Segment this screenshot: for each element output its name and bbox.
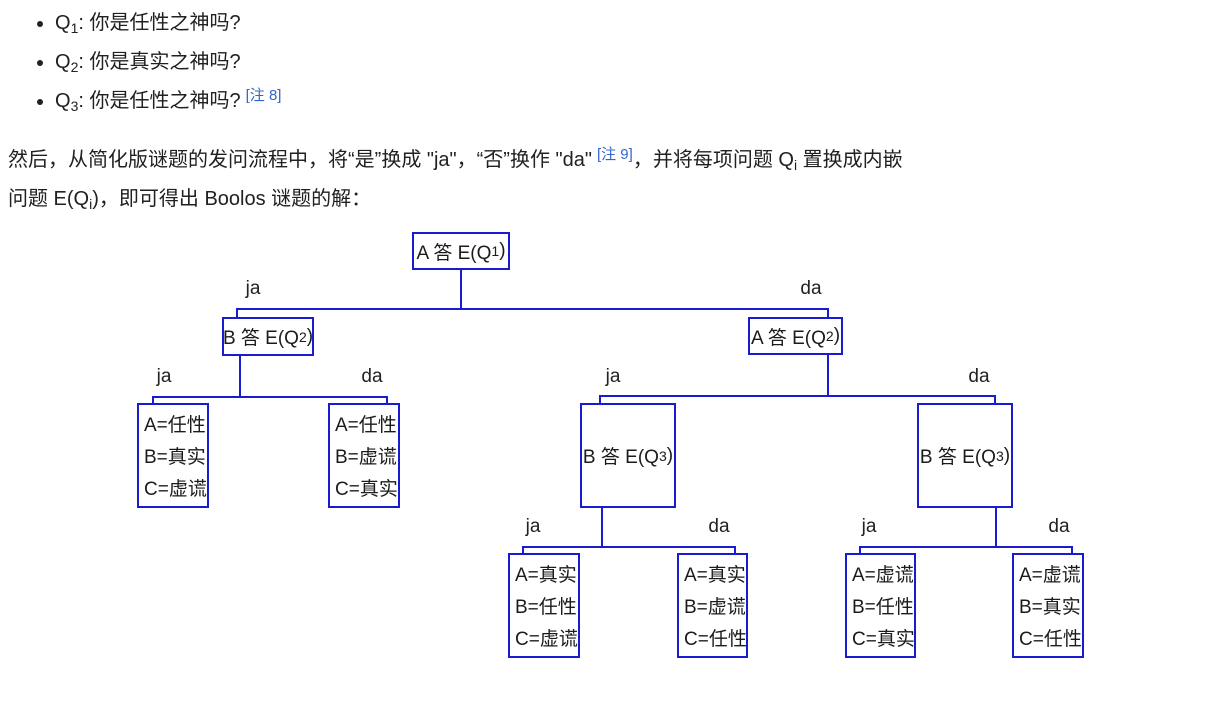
paragraph-subscript-i1: i	[793, 157, 798, 173]
leaf-line: A=任性	[144, 415, 206, 436]
q2-subscript: 2	[70, 59, 79, 75]
list-item-q3: Q3: 你是任性之神吗?[注 8]	[55, 82, 281, 121]
q2-text: : 你是真实之神吗?	[78, 51, 241, 73]
q1-text: : 你是任性之神吗?	[78, 12, 241, 34]
q3-subscript: 3	[70, 98, 79, 114]
leaf-line: B=虚谎	[335, 447, 397, 468]
leaf-line: A=虚谎	[852, 565, 914, 586]
q2-label: Q	[55, 51, 71, 73]
tree-leaf-da-ja-ja: A=真实 B=任性 C=虚谎	[508, 553, 580, 658]
leaf-line: A=真实	[684, 565, 746, 586]
a-q2-text-close: )	[833, 325, 841, 346]
leaf-line: B=真实	[1019, 597, 1081, 618]
paragraph-text-3b: 问题 E(Q	[8, 188, 90, 210]
branch-label-ja-level1: ja	[245, 278, 261, 299]
leaf-line: C=任性	[684, 629, 747, 650]
paragraph-text-2: ，并将每项问题 Q	[632, 149, 794, 171]
list-item-q2: Q2: 你是真实之神吗?	[55, 43, 281, 82]
tree-leaf-da-da-da: A=虚谎 B=真实 C=任性	[1012, 553, 1084, 658]
paragraph-text-1: 然后，从简化版谜题的发问流程中，将“是”换成 "ja"，“否”换作 "da"	[8, 149, 592, 171]
b-q3-right-text: B 答 E(Q	[919, 447, 996, 468]
question-list: Q1: 你是任性之神吗? Q2: 你是真实之神吗? Q3: 你是任性之神吗?[注…	[8, 4, 281, 121]
leaf-line: C=任性	[1019, 629, 1082, 650]
paragraph-text-3a: 置换成内嵌	[797, 149, 903, 171]
branch-label-da-level2-right: da	[968, 366, 990, 387]
tree-leaf-ja-da: A=任性 B=虚谎 C=真实	[328, 403, 400, 508]
branch-label-da-level1: da	[800, 278, 822, 299]
leaf-line: C=真实	[852, 629, 915, 650]
branch-label-ja-level2-left: ja	[156, 366, 172, 387]
leaf-line: B=任性	[852, 597, 914, 618]
b-q2-text-close: )	[306, 325, 314, 347]
leaf-line: B=任性	[515, 597, 577, 618]
branch-label-ja-level3-left: ja	[525, 516, 541, 537]
leaf-line: A=真实	[515, 565, 577, 586]
q3-label: Q	[55, 90, 71, 112]
tree-leaf-da-ja-da: A=真实 B=虚谎 C=任性	[677, 553, 748, 658]
paragraph: 然后，从简化版谜题的发问流程中，将“是”换成 "ja"，“否”换作 "da"[注…	[8, 141, 1208, 219]
leaf-line: A=虚谎	[1019, 565, 1081, 586]
root-node-text-close: )	[499, 240, 506, 261]
q1-label: Q	[55, 12, 71, 34]
b-q3-left-text: B 答 E(Q	[582, 447, 659, 468]
tree-leaf-da-da-ja: A=虚谎 B=任性 C=真实	[845, 553, 916, 658]
paragraph-text-4: )，即可得出 Boolos 谜题的解：	[92, 188, 372, 210]
leaf-line: C=虚谎	[144, 479, 207, 500]
a-q2-text: A 答 E(Q	[750, 327, 826, 349]
ref-note-9-link[interactable]: [注 9]	[596, 146, 633, 163]
q1-subscript: 1	[70, 20, 79, 36]
ref-note-8-link[interactable]: [注 8]	[245, 87, 282, 104]
b-q2-text: B 答 E(Q	[222, 328, 299, 349]
branch-label-ja-level3-right: ja	[861, 516, 877, 537]
leaf-line: B=真实	[144, 447, 206, 468]
branch-label-da-level3-right: da	[1048, 516, 1070, 537]
branch-label-da-level3-left: da	[708, 516, 730, 537]
branch-label-ja-level2-right: ja	[605, 366, 621, 387]
b-q3-right-text-close: )	[1003, 444, 1011, 466]
branch-label-da-level2-left: da	[361, 366, 383, 387]
paragraph-subscript-i2: i	[89, 196, 93, 212]
list-item-q1: Q1: 你是任性之神吗?	[55, 4, 281, 43]
leaf-line: C=真实	[335, 479, 398, 500]
tree-leaf-ja-ja: A=任性 B=真实 C=虚谎	[137, 403, 209, 508]
leaf-line: A=任性	[335, 415, 397, 436]
leaf-line: B=虚谎	[684, 597, 746, 618]
b-q3-left-text-close: )	[666, 444, 674, 466]
root-node-text: A 答 E(Q	[416, 242, 492, 264]
leaf-line: C=虚谎	[515, 629, 578, 650]
q3-text: : 你是任性之神吗?	[78, 90, 241, 112]
